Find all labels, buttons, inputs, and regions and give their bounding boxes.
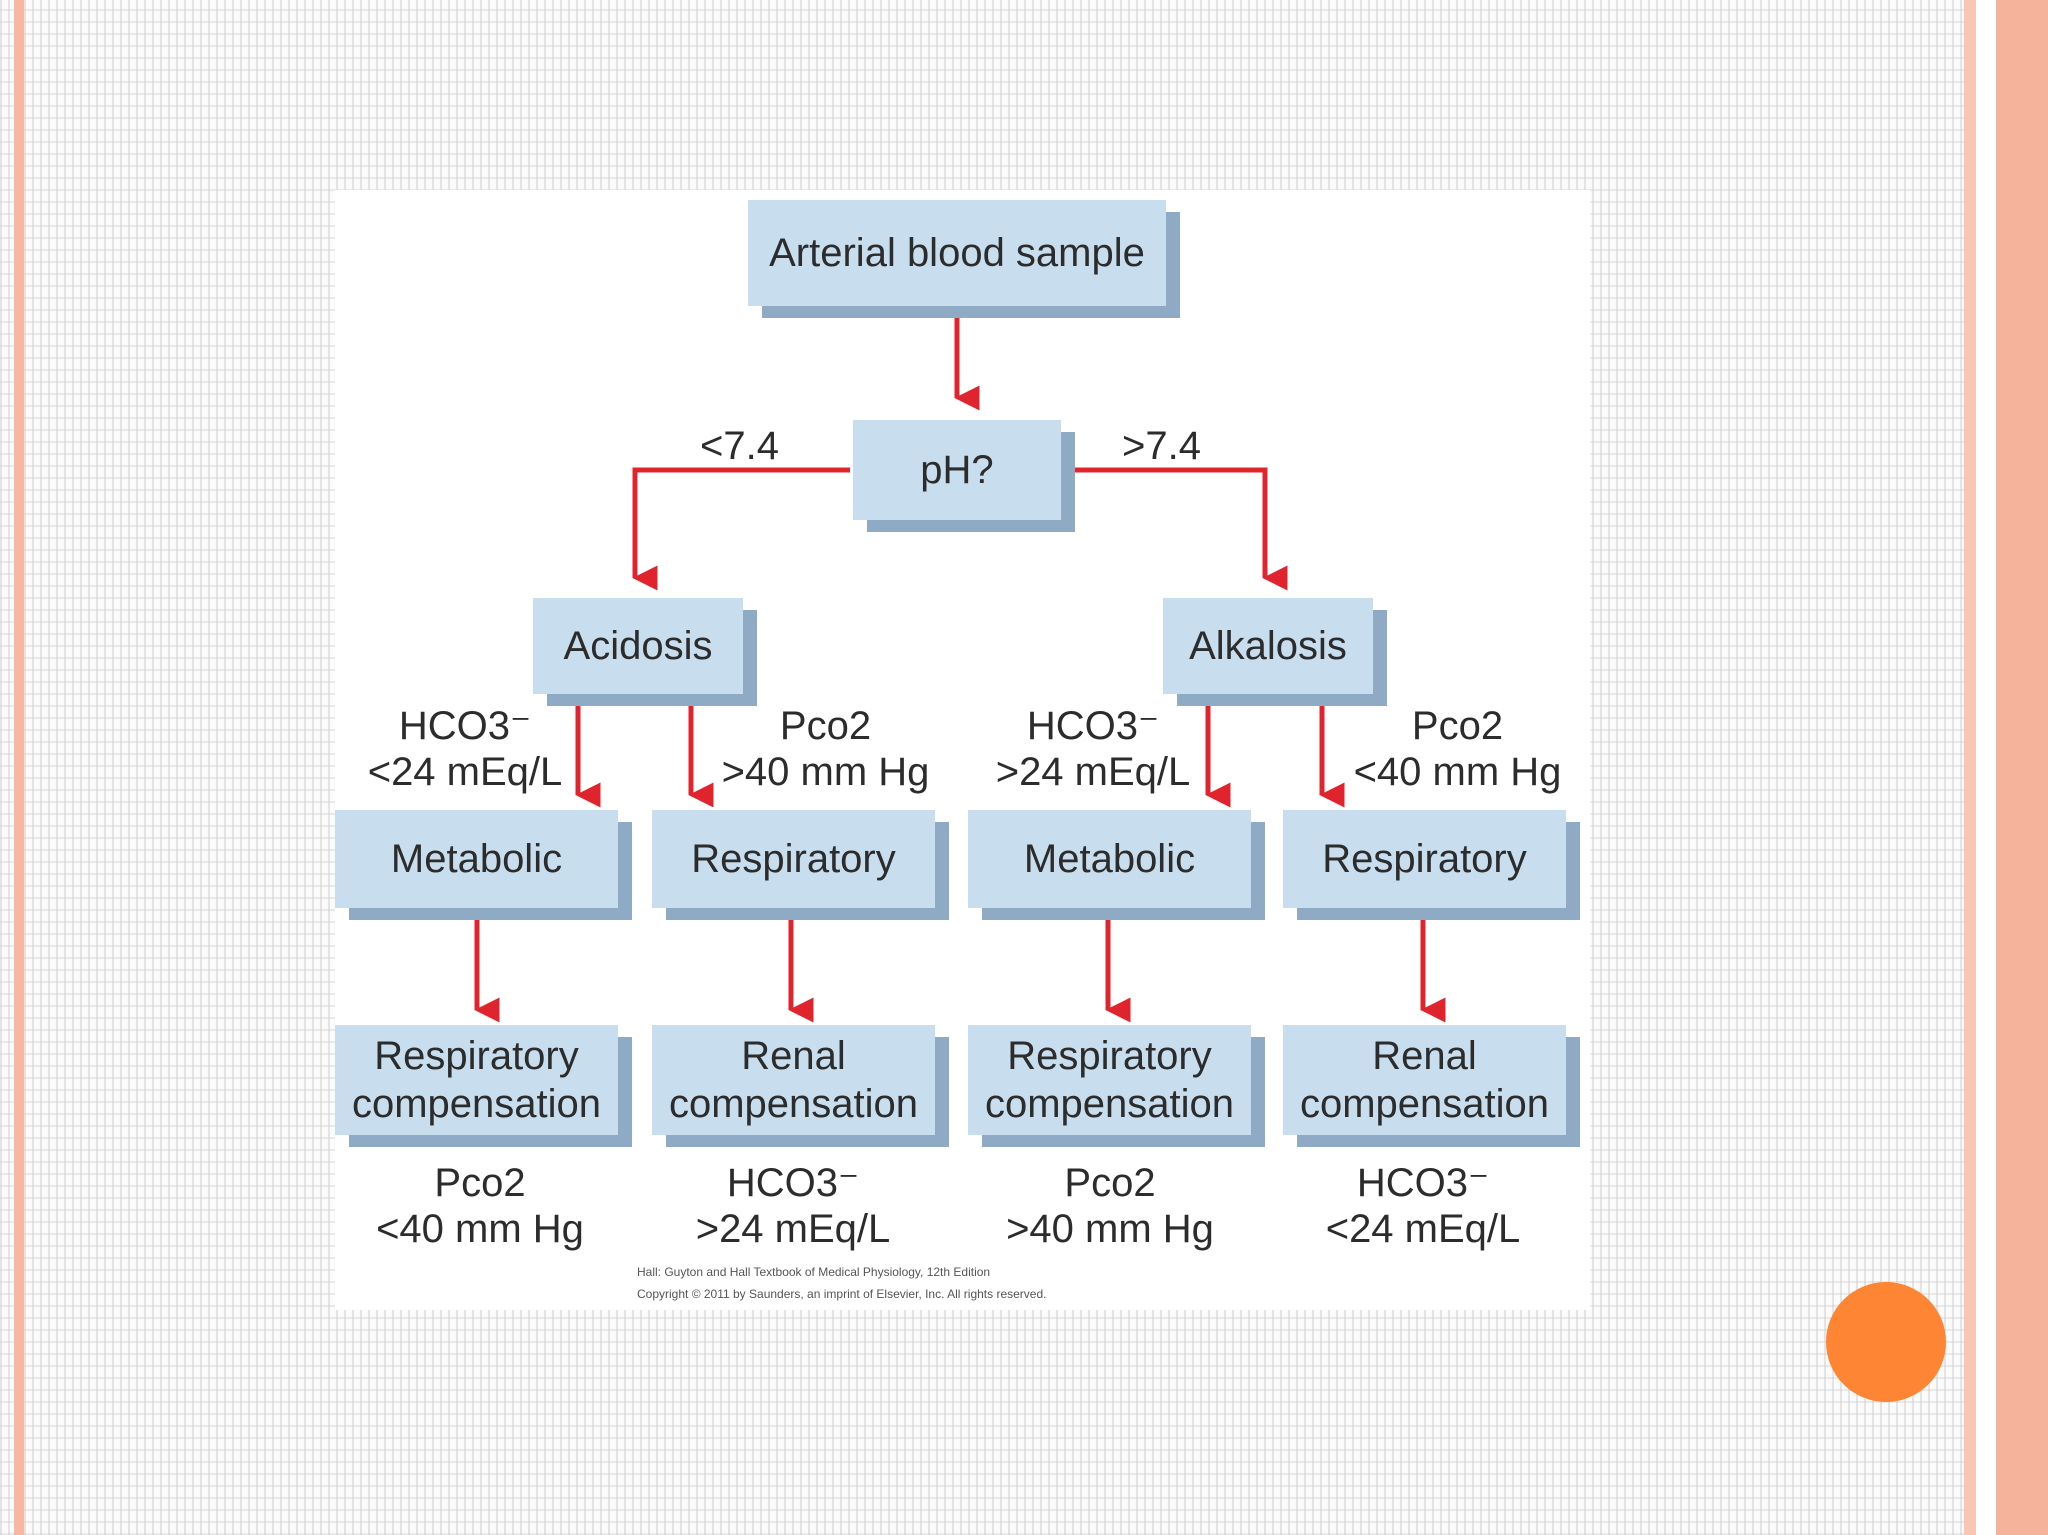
comp-value-respiratory-alkalosis: HCO3⁻ <24 mEq/L bbox=[1298, 1160, 1548, 1252]
node-alkalosis: Alkalosis bbox=[1163, 598, 1373, 694]
comp-value-line-2: <40 mm Hg bbox=[376, 1207, 584, 1251]
node-label-line-1: Respiratory bbox=[374, 1034, 579, 1078]
node-renal-compensation-alkalosis: Renal compensation bbox=[1283, 1025, 1566, 1135]
criterion-line-1: Pco2 bbox=[1411, 704, 1504, 748]
comp-value-line-2: >24 mEq/L bbox=[695, 1207, 891, 1251]
node-metabolic-alkalosis: Metabolic bbox=[968, 810, 1251, 908]
figure-credit-line-2: Copyright © 2011 by Saunders, an imprint… bbox=[637, 1287, 1047, 1301]
node-label: Metabolic bbox=[390, 837, 563, 881]
comp-value-line-1: HCO3⁻ bbox=[1356, 1161, 1490, 1205]
comp-value-line-2: >40 mm Hg bbox=[1006, 1207, 1214, 1251]
criterion-line-2: >24 mEq/L bbox=[995, 750, 1191, 794]
branch-label-high: >7.4 bbox=[1122, 424, 1201, 468]
node-label: pH? bbox=[920, 448, 994, 492]
branch-label-low: <7.4 bbox=[700, 424, 779, 468]
criterion-line-2: <40 mm Hg bbox=[1353, 750, 1562, 794]
node-label-line-2: compensation bbox=[351, 1082, 602, 1126]
arrow-ph-to-alkalosis bbox=[1065, 467, 1288, 591]
node-label-line-2: compensation bbox=[984, 1082, 1235, 1126]
node-label-line-1: Renal bbox=[741, 1034, 846, 1078]
right-border-stripe-outer bbox=[1996, 0, 2048, 1535]
figure-credit-line-1: Hall: Guyton and Hall Textbook of Medica… bbox=[637, 1265, 991, 1279]
node-respiratory-alkalosis: Respiratory bbox=[1283, 810, 1566, 908]
node-arterial-blood-sample: Arterial blood sample bbox=[748, 200, 1166, 306]
left-border-stripe bbox=[14, 0, 24, 1535]
right-border-gap bbox=[1976, 0, 1996, 1535]
comp-value-line-1: Pco2 bbox=[434, 1161, 526, 1205]
right-border-stripe-inner bbox=[1964, 0, 1976, 1535]
criterion-line-1: HCO3⁻ bbox=[1026, 704, 1160, 748]
criterion-line-1: Pco2 bbox=[779, 704, 872, 748]
node-label: Metabolic bbox=[1023, 837, 1196, 881]
comp-value-line-1: HCO3⁻ bbox=[726, 1161, 860, 1205]
node-metabolic-acidosis: Metabolic bbox=[335, 810, 618, 908]
comp-value-line-2: <24 mEq/L bbox=[1325, 1207, 1521, 1251]
node-respiratory-compensation-alkalosis: Respiratory compensation bbox=[968, 1025, 1251, 1135]
criterion-acidosis-respiratory: Pco2 >40 mm Hg bbox=[708, 703, 943, 795]
decorative-orange-dot bbox=[1826, 1282, 1946, 1402]
comp-value-metabolic-acidosis: Pco2 <40 mm Hg bbox=[355, 1160, 605, 1252]
comp-value-respiratory-acidosis: HCO3⁻ >24 mEq/L bbox=[668, 1160, 918, 1252]
node-ph-decision: pH? bbox=[853, 420, 1061, 520]
arrow-ph-to-acidosis bbox=[632, 467, 850, 591]
node-label: Acidosis bbox=[563, 624, 713, 668]
node-renal-compensation-acidosis: Renal compensation bbox=[652, 1025, 935, 1135]
node-label-line-1: Renal bbox=[1372, 1034, 1477, 1078]
criterion-alkalosis-metabolic: HCO3⁻ >24 mEq/L bbox=[978, 703, 1208, 795]
node-label-line-1: Respiratory bbox=[1007, 1034, 1212, 1078]
criterion-line-1: HCO3⁻ bbox=[398, 704, 532, 748]
node-label-line-2: compensation bbox=[1299, 1082, 1550, 1126]
node-label-line-2: compensation bbox=[668, 1082, 919, 1126]
comp-value-metabolic-alkalosis: Pco2 >40 mm Hg bbox=[985, 1160, 1235, 1252]
criterion-acidosis-metabolic: HCO3⁻ <24 mEq/L bbox=[350, 703, 580, 795]
criterion-alkalosis-respiratory: Pco2 <40 mm Hg bbox=[1340, 703, 1575, 795]
node-label: Respiratory bbox=[1322, 837, 1527, 881]
node-label: Arterial blood sample bbox=[769, 231, 1145, 275]
node-label: Alkalosis bbox=[1189, 624, 1347, 668]
node-respiratory-compensation-acidosis: Respiratory compensation bbox=[335, 1025, 618, 1135]
node-label: Respiratory bbox=[691, 837, 896, 881]
criterion-line-2: >40 mm Hg bbox=[721, 750, 930, 794]
criterion-line-2: <24 mEq/L bbox=[367, 750, 563, 794]
node-acidosis: Acidosis bbox=[533, 598, 743, 694]
comp-value-line-1: Pco2 bbox=[1064, 1161, 1156, 1205]
node-respiratory-acidosis: Respiratory bbox=[652, 810, 935, 908]
